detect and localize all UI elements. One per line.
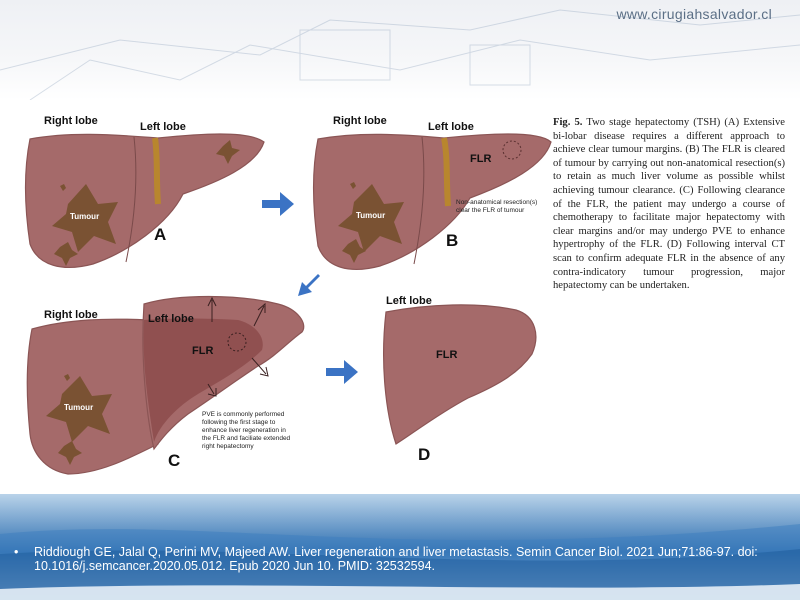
flr-label: FLR (436, 349, 457, 361)
header-sketch-decoration (0, 9, 800, 100)
right-lobe-label: Right lobe (44, 115, 98, 127)
caption-text: Two stage hepatectomy (TSH) (A) Extensiv… (553, 117, 785, 292)
tumour-star (46, 376, 112, 442)
growth-arrow-icon (253, 305, 265, 327)
left-lobe-label: Left lobe (148, 313, 194, 325)
panel-letter: C (168, 451, 180, 470)
header-background (0, 0, 800, 100)
right-lobe-label: Right lobe (44, 309, 98, 321)
annotation-text: clear the FLR of tumour (456, 207, 525, 214)
left-lobe-label: Left lobe (140, 121, 186, 133)
lobe-divider-band (152, 137, 161, 205)
left-lobe-label: Left lobe (386, 295, 432, 307)
arrow-down-left-icon (298, 274, 320, 296)
left-lobe-label: Left lobe (428, 121, 474, 133)
annotation-text: the FLR and faciliate extended (202, 435, 291, 442)
annotation-text: following the first stage to (202, 419, 276, 426)
small-tumour (350, 182, 356, 189)
growth-arrow-head (257, 302, 266, 313)
panel-b: Right lobe Left lobe FLR Tumour Non-anat… (312, 115, 552, 270)
two-stage-hepatectomy-figure: Right lobe Left lobe Tumour A Right lobe… (24, 115, 552, 475)
site-url: www.cirugiahsalvador.cl (616, 6, 772, 22)
growth-arrow-head (259, 366, 269, 377)
small-tumour (216, 140, 240, 164)
growth-arrow-head (207, 388, 217, 397)
right-lobe-label: Right lobe (333, 115, 387, 127)
liver-segment-line (125, 136, 137, 263)
tumour-star (52, 184, 118, 252)
panel-d: Left lobe FLR D (383, 295, 537, 464)
small-tumour (60, 184, 66, 191)
hypertrophy-arrows (207, 296, 269, 397)
flr-label: FLR (470, 153, 491, 165)
citation-text: Riddiough GE, Jalal Q, Perini MV, Majeed… (34, 545, 758, 573)
small-tumour (58, 441, 82, 465)
flr-overlap-region (143, 318, 263, 442)
annotation-text: right hepatectomy (202, 443, 254, 450)
arrow-right-icon (262, 192, 294, 216)
tumour-label: Tumour (64, 403, 93, 412)
panel-c: Right lobe Left lobe FLR Tumour PVE is c… (26, 295, 305, 475)
panel-letter: A (154, 225, 166, 244)
citation: • Riddiough GE, Jalal Q, Perini MV, Maje… (14, 545, 790, 573)
liver-segment-line (413, 136, 425, 265)
panel-letter: D (418, 445, 430, 464)
small-tumour (54, 242, 78, 266)
flr-label: FLR (192, 345, 213, 357)
panel-a: Right lobe Left lobe Tumour A (24, 115, 265, 268)
bullet-icon: • (14, 545, 19, 559)
caption-label: Fig. 5. (553, 117, 583, 128)
annotation-text: PVE is commonly performed (202, 411, 285, 418)
tumour-label: Tumour (356, 211, 385, 220)
figure-caption: Fig. 5. Two stage hepatectomy (TSH) (A) … (553, 116, 785, 293)
resection-site (227, 332, 247, 352)
growth-arrow-icon (207, 383, 215, 395)
footer-wave-decoration (0, 524, 800, 600)
annotation-text: Non-anatomical resection(s) (456, 199, 537, 206)
lobe-divider-band (441, 137, 451, 207)
growth-arrow-head (207, 296, 217, 307)
small-tumour (342, 239, 366, 263)
annotation-text: enhance liver regeneration in (202, 427, 286, 434)
panel-letter: B (446, 231, 458, 250)
growth-arrow-icon (251, 357, 267, 375)
resection-site (502, 140, 522, 160)
tumour-star (338, 184, 404, 252)
figure-panel: Right lobe Left lobe Tumour A Right lobe… (8, 104, 792, 494)
left-lobe-shape (383, 304, 537, 445)
small-tumour (64, 374, 70, 381)
arrow-right-icon (326, 360, 358, 384)
tumour-label: Tumour (70, 212, 99, 221)
